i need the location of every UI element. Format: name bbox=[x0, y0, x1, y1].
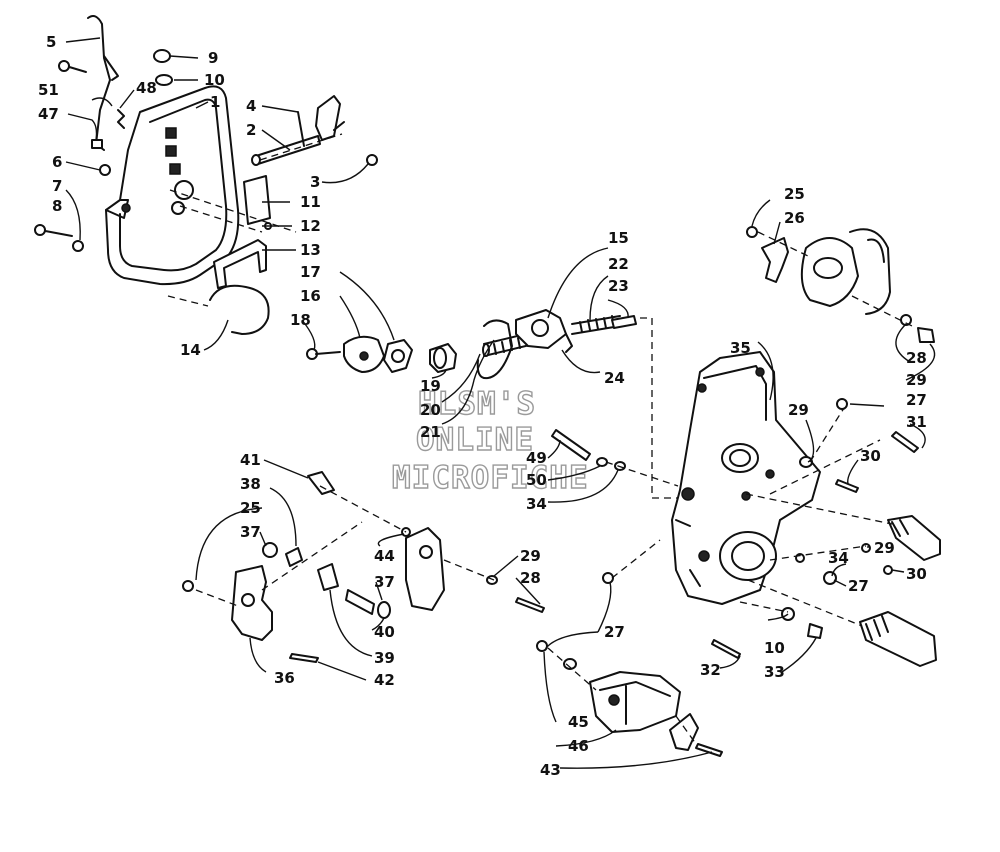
callout-48: 48 bbox=[136, 79, 157, 97]
callout-8: 8 bbox=[52, 197, 62, 215]
callout-44: 44 bbox=[374, 547, 395, 565]
callout-14: 14 bbox=[180, 341, 201, 359]
callout-33: 33 bbox=[764, 663, 785, 681]
callout-28-top: 28 bbox=[906, 349, 927, 367]
callout-27-mid: 27 bbox=[906, 391, 927, 409]
callout-36: 36 bbox=[274, 669, 295, 687]
callout-6: 6 bbox=[52, 153, 62, 171]
brake-bracket bbox=[746, 226, 935, 343]
callout-27-right: 27 bbox=[848, 577, 869, 595]
callout-50: 50 bbox=[526, 471, 547, 489]
callout-13: 13 bbox=[300, 241, 321, 259]
callout-35: 35 bbox=[730, 339, 751, 357]
callout-20: 20 bbox=[420, 401, 441, 419]
callout-49: 49 bbox=[526, 449, 547, 467]
callout-22: 22 bbox=[608, 255, 629, 273]
callout-19: 19 bbox=[420, 377, 441, 395]
callout-30-mid: 30 bbox=[860, 447, 881, 465]
callout-17: 17 bbox=[300, 263, 321, 281]
callout-39: 39 bbox=[374, 649, 395, 667]
callout-45: 45 bbox=[568, 713, 589, 731]
callout-labels: 5 51 47 6 7 8 9 10 48 1 4 2 3 11 12 13 1… bbox=[38, 33, 927, 779]
lower-block bbox=[536, 640, 723, 757]
chaincase-cover bbox=[105, 85, 240, 286]
callout-37-left: 37 bbox=[240, 523, 261, 541]
callout-40: 40 bbox=[374, 623, 395, 641]
callout-34-mid: 34 bbox=[526, 495, 547, 513]
callout-26: 26 bbox=[784, 209, 805, 227]
callout-29-top: 29 bbox=[906, 371, 927, 389]
callout-18: 18 bbox=[290, 311, 311, 329]
callout-37-right: 37 bbox=[374, 573, 395, 591]
callout-43: 43 bbox=[540, 761, 561, 779]
leader-lines bbox=[65, 37, 936, 769]
watermark: HLSM'S ONLINE MICROFICHE bbox=[391, 385, 589, 496]
callout-21: 21 bbox=[420, 423, 441, 441]
chain-tensioner-assembly bbox=[306, 309, 637, 380]
callout-28-bottom: 28 bbox=[520, 569, 541, 587]
callout-31: 31 bbox=[906, 413, 927, 431]
watermark-line-2: ONLINE bbox=[416, 422, 534, 458]
callout-9: 9 bbox=[208, 49, 218, 67]
callout-34-right: 34 bbox=[828, 549, 849, 567]
watermark-line-1: HLSM'S bbox=[418, 386, 536, 422]
callout-38: 38 bbox=[240, 475, 261, 493]
callout-42: 42 bbox=[374, 671, 395, 689]
shift-shaft bbox=[251, 95, 378, 166]
gearcase-housing bbox=[671, 351, 821, 605]
callout-5: 5 bbox=[46, 33, 56, 51]
callout-7: 7 bbox=[52, 177, 62, 195]
callout-16: 16 bbox=[300, 287, 321, 305]
callout-27-bottom: 27 bbox=[604, 623, 625, 641]
callout-10-bottom: 10 bbox=[764, 639, 785, 657]
callout-25-bottom: 25 bbox=[240, 499, 261, 517]
parts-artwork bbox=[34, 15, 941, 757]
callout-12: 12 bbox=[300, 217, 321, 235]
callout-2: 2 bbox=[246, 121, 256, 139]
callout-47: 47 bbox=[38, 105, 59, 123]
callout-41: 41 bbox=[240, 451, 261, 469]
callout-1: 1 bbox=[210, 93, 220, 111]
callout-46: 46 bbox=[568, 737, 589, 755]
cable bbox=[87, 15, 119, 176]
callout-4: 4 bbox=[246, 97, 256, 115]
callout-29-mid: 29 bbox=[788, 401, 809, 419]
callout-32: 32 bbox=[700, 661, 721, 679]
callout-15: 15 bbox=[608, 229, 629, 247]
callout-24: 24 bbox=[604, 369, 625, 387]
callout-23: 23 bbox=[608, 277, 629, 295]
watermark-line-3: MICROFICHE bbox=[392, 460, 589, 496]
callout-3: 3 bbox=[310, 173, 320, 191]
callout-29-right: 29 bbox=[874, 539, 895, 557]
callout-29-bottom: 29 bbox=[520, 547, 541, 565]
callout-10: 10 bbox=[204, 71, 225, 89]
callout-51: 51 bbox=[38, 81, 59, 99]
callout-25-top: 25 bbox=[784, 185, 805, 203]
callout-30-right: 30 bbox=[906, 565, 927, 583]
callout-11: 11 bbox=[300, 193, 321, 211]
lower-tensioner-group bbox=[182, 471, 545, 663]
